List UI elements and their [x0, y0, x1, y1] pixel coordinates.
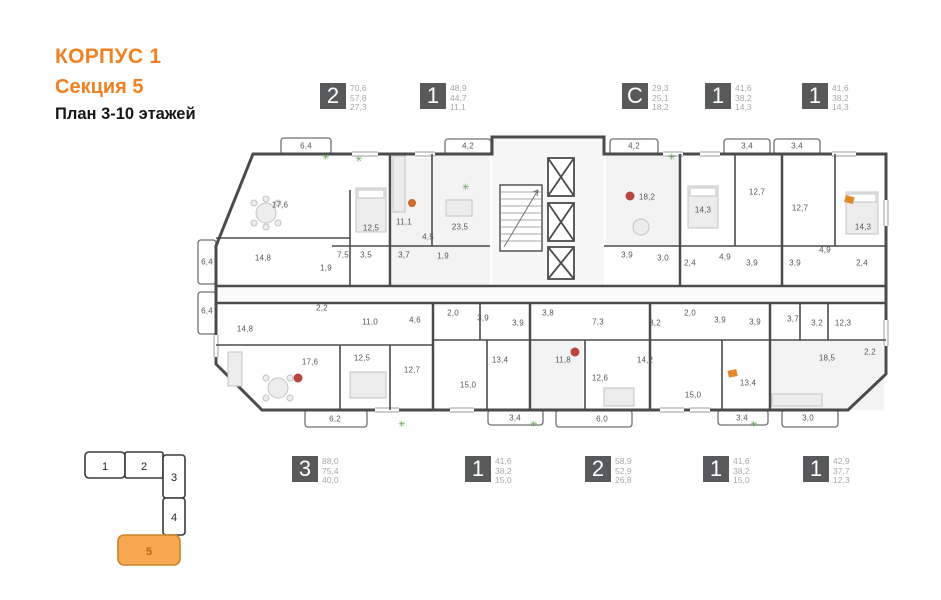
apartment-area-value: 57,8	[350, 92, 367, 103]
apartment-area-value: 15,0	[495, 475, 512, 485]
apartment-area-value: 41,6	[733, 456, 750, 466]
floors-subtitle: План 3-10 этажей	[55, 105, 196, 123]
apartment-area-value: 41,6	[735, 83, 752, 93]
apartment-area-value: 88,0	[322, 456, 339, 466]
apartment-area-value: 29,3	[652, 83, 669, 93]
apartment-area-value: 75,4	[322, 465, 339, 476]
windows	[212, 150, 890, 414]
apartment-area-value: 38,2	[735, 92, 752, 103]
apartment-area-value: 14,3	[735, 102, 752, 112]
decor-accents: ✳ ✳ ✳ ✳ ✳ ✳ ✳	[293, 152, 855, 429]
apartment-area-value: 26,8	[615, 475, 632, 485]
apartment-type-badge: 2	[320, 83, 346, 109]
minimap-label-3: 3	[171, 472, 177, 484]
apartment-area-value: 40,0	[322, 475, 339, 485]
minimap-label-5: 5	[146, 546, 152, 558]
apartment-area-value: 44,7	[450, 92, 467, 103]
apartment-area-value: 18,2	[652, 102, 669, 112]
apartment-area-value: 15,0	[733, 475, 750, 485]
apartment-area-value: 38,2	[832, 92, 849, 103]
svg-text:✳: ✳	[668, 152, 676, 162]
apartment-area-value: 52,9	[615, 465, 632, 476]
apartment-area-value: 58,9	[615, 456, 632, 466]
svg-text:✳: ✳	[355, 154, 363, 164]
svg-text:✳: ✳	[750, 419, 758, 429]
apartment-area-value: 41,6	[495, 456, 512, 466]
svg-text:✳: ✳	[530, 419, 538, 429]
interior-walls	[216, 154, 886, 410]
apartment-area-value: 27,3	[350, 102, 367, 112]
staircase	[499, 184, 543, 252]
apartment-type-badge: 2	[585, 456, 611, 482]
section-minimap: 1 2 3 4 5	[84, 451, 186, 566]
apartment-area-value: 38,2	[733, 465, 750, 476]
building-title: КОРПУС 1	[55, 45, 162, 68]
apartment-area-value: 11,1	[450, 102, 466, 112]
minimap-section-5-active[interactable]	[117, 534, 181, 566]
apartment-area-value: 41,6	[832, 83, 849, 93]
apartment-area-value: 12,3	[833, 475, 850, 485]
apartment-type-badge: 1	[705, 83, 731, 109]
apartment-area-value: 25,1	[652, 92, 669, 103]
apartment-area-value: 42,9	[833, 456, 850, 466]
apartment-area-value: 48,9	[450, 83, 467, 93]
svg-text:✳: ✳	[322, 152, 330, 162]
apartment-type-badge: 1	[420, 83, 446, 109]
apartment-type-badge: 1	[803, 456, 829, 482]
apartment-area-value: 14,3	[832, 102, 849, 112]
apartment-type-badge: 1	[703, 456, 729, 482]
apartment-area-value: 37,7	[833, 465, 850, 476]
minimap-label-1: 1	[102, 461, 108, 473]
apartment-type-badge: 3	[292, 456, 318, 482]
apartment-area-value: 70,6	[350, 83, 367, 93]
apartment-area-value: 38,2	[495, 465, 512, 476]
section-title: Секция 5	[55, 76, 144, 98]
furniture	[227, 155, 879, 407]
apartment-type-badge: 1	[465, 456, 491, 482]
svg-text:✳: ✳	[462, 182, 470, 192]
svg-text:✳: ✳	[398, 419, 406, 429]
apartment-type-badge: С	[622, 83, 648, 109]
apartment-type-badge: 1	[802, 83, 828, 109]
minimap-label-4: 4	[171, 512, 177, 524]
elevators	[547, 157, 575, 280]
minimap-label-2: 2	[141, 461, 147, 473]
plan-header: КОРПУС 1 Секция 5 План 3-10 этажей	[55, 46, 196, 123]
